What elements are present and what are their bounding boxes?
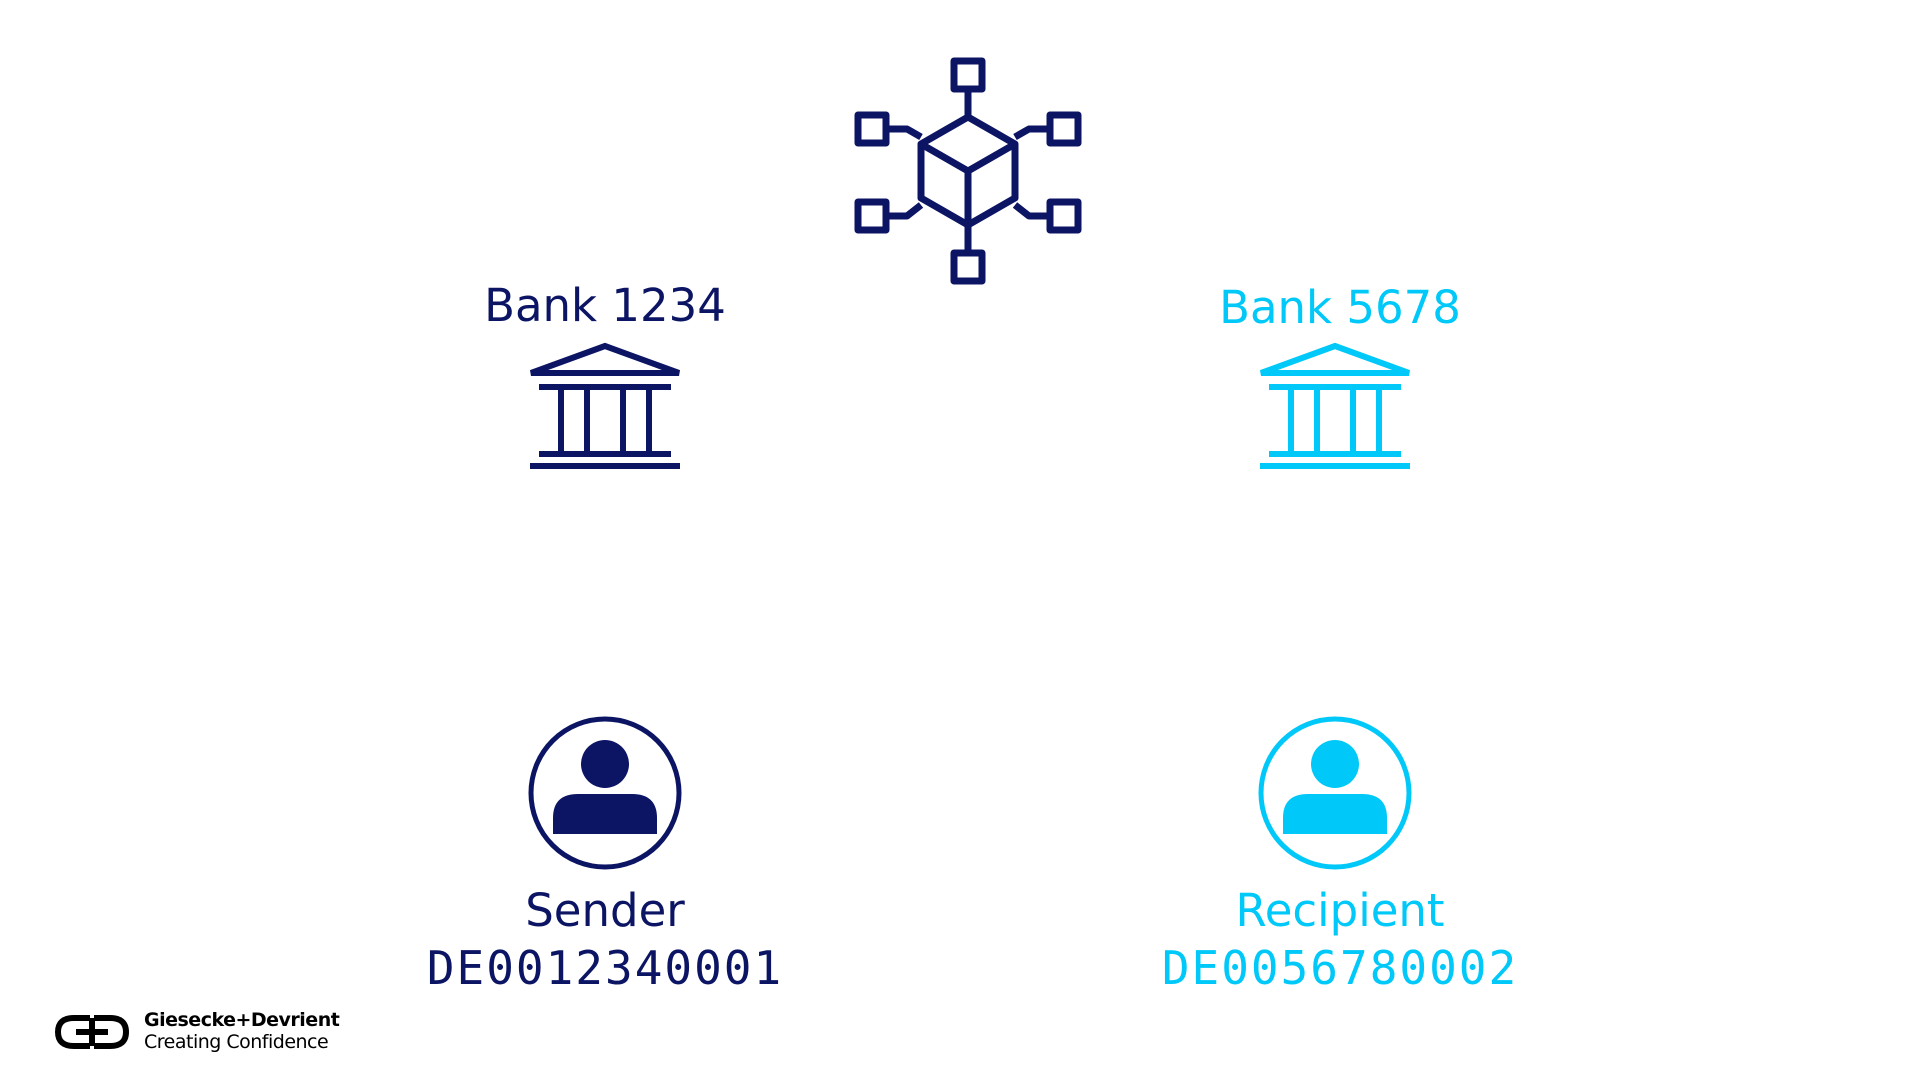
recipient-bank-icon bbox=[1259, 342, 1411, 469]
recipient-bank-label: Bank 5678 bbox=[1219, 281, 1461, 334]
brand-name: Giesecke+Devrient bbox=[144, 1009, 340, 1031]
blockchain-network-icon bbox=[854, 57, 1082, 285]
brand-text: Giesecke+Devrient Creating Confidence bbox=[144, 1009, 340, 1053]
gd-logo-icon bbox=[54, 1015, 130, 1049]
sender-user-icon bbox=[528, 716, 682, 870]
sender-bank-label: Bank 1234 bbox=[484, 279, 726, 332]
sender-bank-icon bbox=[529, 342, 681, 469]
sender-label: Sender bbox=[525, 884, 685, 937]
sender-account-number: DE0012340001 bbox=[426, 941, 784, 995]
recipient-account-number: DE0056780002 bbox=[1161, 941, 1519, 995]
recipient-label: Recipient bbox=[1235, 884, 1445, 937]
recipient-user-icon bbox=[1258, 716, 1412, 870]
brand-tagline: Creating Confidence bbox=[144, 1031, 329, 1053]
